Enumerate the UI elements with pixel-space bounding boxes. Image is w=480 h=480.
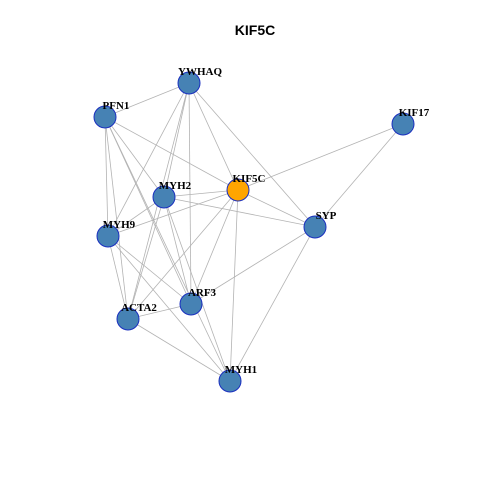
node-circle-arf3 [179, 292, 203, 316]
node-circle-myh1 [218, 369, 242, 393]
node-circle-pfn1 [93, 105, 117, 129]
edge-syp-arf3 [190, 226, 316, 305]
graph-title: KIF5C [235, 22, 275, 38]
edge-kif5c-myh2 [163, 189, 239, 198]
edge-myh9-arf3 [107, 235, 192, 305]
edge-myh9-myh1 [107, 235, 231, 382]
edge-pfn1-myh9 [104, 116, 109, 237]
edge-kif17-syp [314, 123, 404, 228]
edge-pfn1-ywhaq [104, 82, 190, 118]
edge-pfn1-myh1 [104, 116, 231, 382]
node-circle-ywhaq [177, 71, 201, 95]
edge-myh2-arf3 [163, 196, 192, 305]
edge-ywhaq-myh2 [163, 82, 190, 198]
edge-ywhaq-syp [188, 82, 316, 228]
node-acta2: ACTA2 [116, 302, 157, 331]
edge-ywhaq-arf3 [188, 82, 192, 305]
node-label-myh2: MYH2 [159, 180, 192, 192]
node-ywhaq: YWHAQ [177, 66, 222, 95]
node-arf3: ARF3 [179, 287, 217, 316]
node-syp: SYP [303, 210, 337, 239]
edge-kif5c-syp [237, 189, 316, 228]
node-label-myh9: MYH9 [103, 219, 136, 231]
edge-ywhaq-kif5c [188, 82, 239, 191]
edge-layer [104, 82, 404, 382]
edge-myh2-acta2 [127, 196, 165, 320]
node-label-ywhaq: YWHAQ [178, 66, 222, 78]
node-pfn1: PFN1 [93, 100, 130, 129]
node-label-pfn1: PFN1 [103, 100, 130, 112]
node-kif5c: KIF5C [226, 173, 266, 202]
edge-pfn1-myh2 [104, 116, 165, 198]
edge-syp-myh1 [229, 226, 316, 382]
edge-kif17-kif5c [237, 123, 404, 191]
node-myh1: MYH1 [218, 364, 257, 393]
node-circle-acta2 [116, 307, 140, 331]
node-circle-myh9 [96, 224, 120, 248]
edge-acta2-myh1 [127, 318, 231, 382]
edge-myh9-acta2 [107, 235, 129, 320]
node-label-kif5c: KIF5C [233, 173, 266, 185]
edge-kif5c-myh1 [229, 189, 239, 382]
node-kif17: KIF17 [391, 107, 430, 136]
edge-ywhaq-myh9 [107, 82, 190, 237]
edge-pfn1-acta2 [104, 116, 129, 320]
node-circle-kif17 [391, 112, 415, 136]
edge-kif5c-arf3 [190, 189, 239, 305]
edge-myh2-myh1 [163, 196, 231, 382]
node-label-acta2: ACTA2 [121, 302, 157, 314]
edge-pfn1-kif5c [104, 116, 239, 191]
edge-myh2-syp [163, 196, 316, 228]
node-circle-myh2 [152, 185, 176, 209]
node-circle-syp [303, 215, 327, 239]
node-label-kif17: KIF17 [399, 107, 430, 119]
edge-kif5c-acta2 [127, 189, 239, 320]
node-label-myh1: MYH1 [225, 364, 257, 376]
node-label-arf3: ARF3 [188, 287, 217, 299]
node-label-syp: SYP [316, 210, 337, 222]
node-myh9: MYH9 [96, 219, 136, 248]
node-circle-kif5c [226, 178, 250, 202]
node-myh2: MYH2 [152, 180, 192, 209]
edge-kif5c-myh9 [107, 189, 239, 237]
